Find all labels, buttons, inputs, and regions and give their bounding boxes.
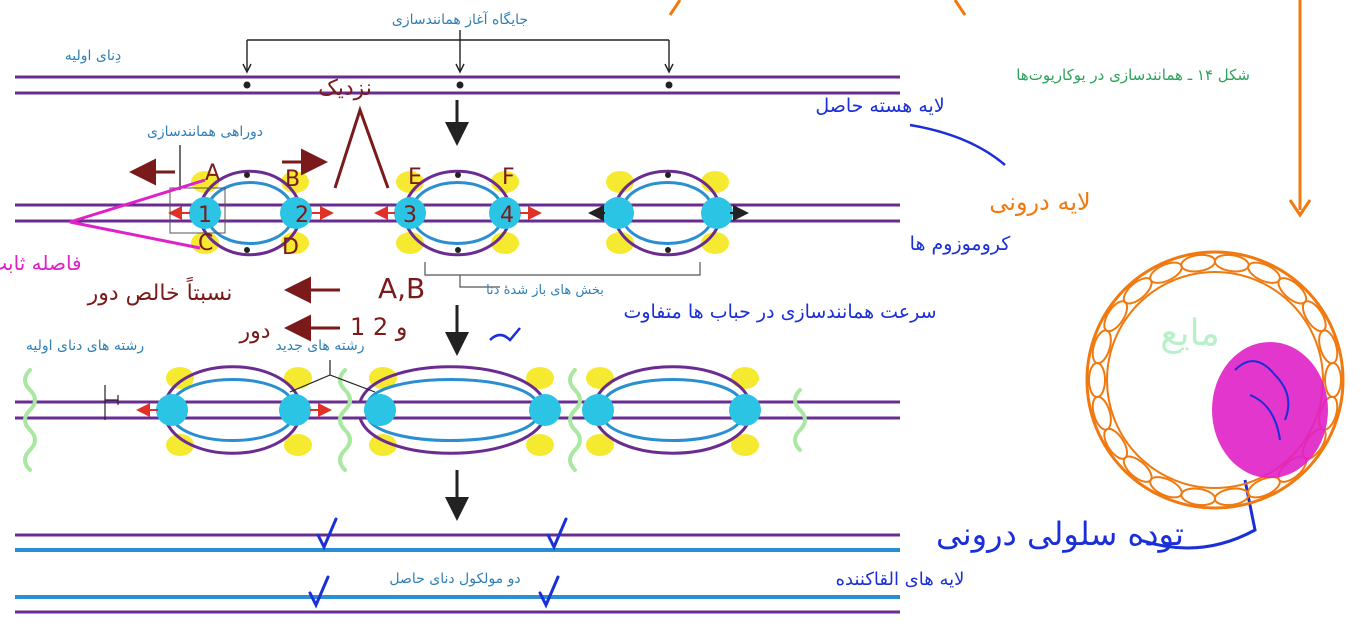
hw-ab: A,B bbox=[378, 272, 425, 305]
fork-number-3: 3 bbox=[403, 203, 417, 228]
helicase-enzyme bbox=[701, 197, 733, 229]
fork-letter-a: A bbox=[205, 161, 220, 186]
hw-nucleus-layer: لایه هسته حاصل bbox=[815, 95, 944, 117]
trophoblast-cell bbox=[1091, 395, 1112, 431]
fork-letter-f: F bbox=[502, 165, 515, 190]
new-strands-label: رشته های جدید bbox=[276, 338, 365, 354]
fork-number-1: 1 bbox=[198, 203, 212, 228]
helicase-enzyme bbox=[489, 197, 521, 229]
hw-nearby: نزدیک bbox=[318, 76, 372, 101]
hw-bottom-layers: لایه های القاکننده bbox=[836, 569, 965, 590]
daughter-molecules-stage: دو مولکول دنای حاصل bbox=[15, 517, 900, 614]
fork-number-4: 4 bbox=[500, 203, 514, 228]
trophoblast-cell bbox=[1088, 362, 1106, 398]
origin-dot bbox=[456, 81, 464, 89]
trophoblast-cell bbox=[1091, 329, 1112, 365]
parent-dna-label: دِنای اولیه bbox=[65, 48, 121, 64]
opened-parts-label: بخش های باز شدهٔ دنا bbox=[486, 283, 604, 298]
parent-strands-label: رشته های دنای اولیه bbox=[26, 338, 144, 354]
merging-stage: رشته های دنای اولیه رشته های جدید bbox=[15, 338, 900, 472]
trophoblast-cell bbox=[1324, 362, 1342, 398]
parent-dna-stage: جایگاه آغاز همانندسازی دِنای اولیه bbox=[15, 11, 900, 95]
helicase-enzyme bbox=[189, 197, 221, 229]
replication-origin-label: جایگاه آغاز همانندسازی bbox=[392, 11, 528, 28]
hw-fluid: مایع bbox=[1160, 313, 1219, 354]
fork-letter-e: E bbox=[408, 165, 422, 190]
fork-letter-d: D bbox=[282, 235, 299, 260]
helicase-enzyme bbox=[280, 197, 312, 229]
hw-line1: نسبتاً خالص دور bbox=[87, 276, 233, 306]
fork-letter-c: C bbox=[198, 231, 213, 256]
hw-inner-mass: توده سلولی درونی bbox=[936, 515, 1184, 553]
helicase-enzyme bbox=[394, 197, 426, 229]
handwritten-annotations: A B C D E F 1 2 3 4 نزدیک A,B 1 و 2 نسبت… bbox=[0, 0, 1312, 590]
hw-speed: سرعت همانندسازی در حباب ها متفاوت bbox=[623, 301, 936, 323]
hw-12: 1 و 2 bbox=[350, 313, 407, 341]
two-molecules-label: دو مولکول دنای حاصل bbox=[389, 571, 520, 587]
hw-fixed-distance: فاصله ثابت bbox=[0, 251, 82, 275]
caption-line: شکل ۱۴ ـ همانندسازی در یوکاریوت‌ها bbox=[1016, 66, 1250, 84]
fork-number-2: 2 bbox=[295, 203, 309, 228]
origin-dot bbox=[665, 81, 673, 89]
fork-letter-b: B bbox=[285, 167, 300, 192]
bubble-stage: دوراهی همانندسازی بخش های باز شدهٔ دنا bbox=[15, 124, 900, 298]
origin-dot bbox=[243, 81, 251, 89]
helicase-enzyme bbox=[602, 197, 634, 229]
hw-chromosomes: کروموزوم ها bbox=[910, 233, 1012, 255]
hw-inner-layer: لایه درونی bbox=[989, 188, 1090, 216]
trophoblast-cell bbox=[1318, 329, 1339, 365]
blastocyst-sketch: مایع bbox=[1085, 250, 1345, 510]
figure-caption: شکل ۱۴ ـ همانندسازی در یوکاریوت‌ها bbox=[1016, 66, 1250, 84]
hw-line2: دور bbox=[238, 319, 270, 344]
replication-fork-label: دوراهی همانندسازی bbox=[147, 124, 263, 140]
